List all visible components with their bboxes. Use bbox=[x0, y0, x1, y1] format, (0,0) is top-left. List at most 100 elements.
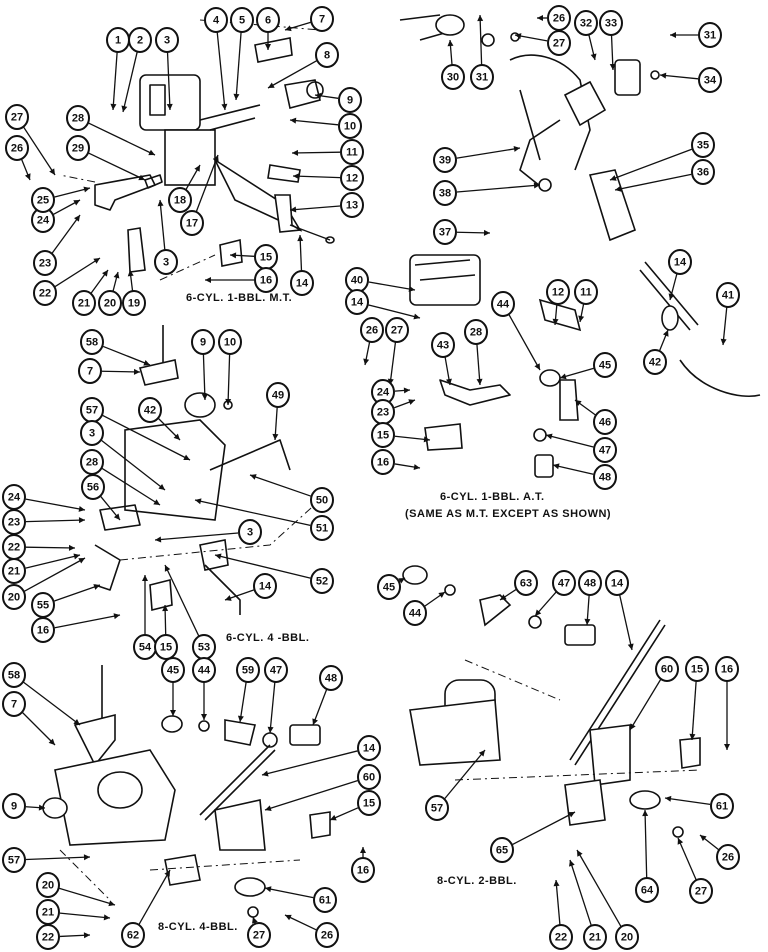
callout-circle bbox=[36, 872, 60, 898]
callout-circle bbox=[338, 113, 362, 139]
arrowhead bbox=[438, 592, 445, 598]
callout-circle bbox=[340, 165, 364, 191]
arrowhead bbox=[677, 838, 684, 845]
callout-number: 47 bbox=[558, 578, 570, 590]
callout-7: 7 bbox=[2, 691, 56, 746]
arrowhead bbox=[205, 277, 211, 283]
callout-circle bbox=[155, 27, 179, 53]
callout-circle bbox=[98, 290, 122, 316]
leader-line bbox=[269, 681, 276, 734]
leader-line bbox=[159, 199, 166, 251]
leader-line bbox=[214, 554, 311, 579]
callout-number: 39 bbox=[439, 155, 451, 167]
leader-line bbox=[112, 51, 118, 111]
arrowhead bbox=[575, 400, 582, 406]
arrowhead bbox=[552, 318, 559, 325]
leader-line bbox=[691, 680, 697, 741]
callout-circle bbox=[161, 657, 185, 683]
arrowhead bbox=[93, 258, 100, 264]
callout-circle bbox=[360, 317, 384, 343]
callout-20: 20 bbox=[2, 557, 86, 610]
callout-number: 11 bbox=[346, 147, 358, 159]
leader-line bbox=[664, 797, 711, 805]
arrowhead bbox=[68, 544, 75, 551]
callout-circle bbox=[310, 515, 334, 541]
arrowhead bbox=[553, 880, 560, 887]
arrowhead bbox=[446, 378, 452, 385]
callout-23: 23 bbox=[371, 399, 416, 425]
leader-line bbox=[264, 780, 358, 811]
arrowhead bbox=[537, 15, 543, 21]
arrowhead bbox=[578, 315, 585, 322]
callout-circle bbox=[310, 487, 334, 513]
callout-9: 9 bbox=[191, 329, 215, 401]
arrowhead bbox=[48, 738, 55, 745]
callout-45: 45 bbox=[161, 657, 185, 716]
callout-circle bbox=[425, 795, 449, 821]
callout-31: 31 bbox=[670, 22, 722, 48]
arrowhead bbox=[237, 715, 244, 722]
leader-line bbox=[164, 564, 200, 637]
leader-line bbox=[618, 594, 633, 651]
leader-line bbox=[456, 184, 541, 193]
callout-circle bbox=[710, 793, 734, 819]
callout-11: 11 bbox=[574, 279, 598, 323]
arrowhead bbox=[143, 359, 150, 366]
callout-27: 27 bbox=[677, 837, 713, 904]
callout-44: 44 bbox=[192, 657, 216, 720]
callout-number: 26 bbox=[11, 143, 23, 155]
callout-14: 14 bbox=[605, 570, 634, 651]
callout-47: 47 bbox=[545, 433, 617, 463]
arrowhead bbox=[670, 32, 676, 38]
callout-circle bbox=[168, 187, 192, 213]
arrowhead bbox=[285, 914, 292, 921]
callout-circle bbox=[121, 922, 145, 948]
callout-number: 34 bbox=[704, 75, 717, 87]
figure-accelerator-pedal-drawing bbox=[399, 14, 660, 242]
arrowhead bbox=[142, 575, 148, 581]
callout-30: 30 bbox=[441, 39, 465, 90]
callout-number: 20 bbox=[8, 592, 20, 604]
leader-line bbox=[456, 147, 521, 159]
callout-circle bbox=[80, 449, 104, 475]
arrowhead bbox=[568, 812, 575, 818]
callout-circle bbox=[635, 877, 659, 903]
arrowhead bbox=[93, 584, 100, 590]
callout-number: 58 bbox=[8, 670, 20, 682]
leader-line bbox=[508, 314, 541, 371]
callout-number: 27 bbox=[11, 112, 23, 124]
callout-number: 27 bbox=[253, 930, 265, 942]
callout-number: 41 bbox=[722, 290, 734, 302]
leader-line bbox=[479, 14, 483, 66]
callout-circle bbox=[433, 180, 457, 206]
callout-28: 28 bbox=[464, 319, 488, 386]
callout-circle bbox=[78, 358, 102, 384]
callout-21: 21 bbox=[36, 899, 111, 925]
callout-3: 3 bbox=[155, 27, 179, 111]
leader-line bbox=[101, 439, 166, 491]
leader-line bbox=[235, 31, 242, 101]
callout-circle bbox=[441, 64, 465, 90]
callout-48: 48 bbox=[578, 570, 602, 626]
leader-line bbox=[476, 343, 481, 386]
callout-circle bbox=[605, 570, 629, 596]
arrowhead bbox=[534, 363, 540, 370]
callout-number: 62 bbox=[127, 930, 139, 942]
callout-19: 19 bbox=[122, 269, 146, 316]
callout-circle bbox=[2, 691, 26, 717]
callout-number: 7 bbox=[87, 366, 93, 378]
callout-number: 16 bbox=[357, 865, 369, 877]
callout-circle bbox=[80, 329, 104, 355]
leader-line bbox=[552, 464, 594, 475]
arrowhead bbox=[568, 860, 575, 867]
arrowhead bbox=[265, 44, 271, 50]
arrowhead bbox=[83, 932, 90, 939]
callout-number: 10 bbox=[224, 337, 236, 349]
callout-number: 1 bbox=[115, 35, 121, 47]
callout-number: 28 bbox=[470, 327, 482, 339]
leader-line bbox=[154, 532, 239, 541]
leader-line bbox=[54, 614, 121, 629]
callout-number: 26 bbox=[366, 325, 378, 337]
arrowhead bbox=[700, 835, 707, 842]
callout-number: 20 bbox=[42, 880, 54, 892]
